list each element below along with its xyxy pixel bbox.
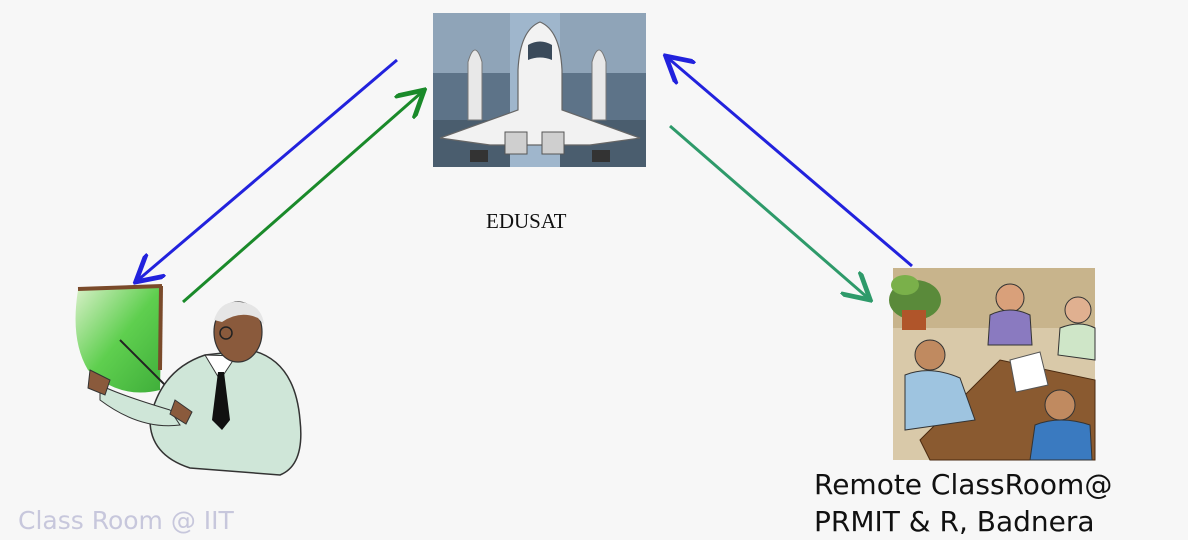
downlink-arrow-to-remote	[669, 124, 868, 298]
satellite-label: EDUSAT	[486, 209, 567, 233]
remote-classroom-label-line2: PRMIT & R, Badnera	[814, 505, 1095, 538]
downlink-arrow-to-classroom	[138, 58, 398, 280]
uplink-arrow-from-classroom	[182, 92, 422, 304]
classroom-label: Class Room @ IIT	[18, 506, 234, 535]
satellite-image	[433, 13, 646, 167]
uplink-arrow-from-remote	[668, 58, 913, 268]
remote-classroom-label-line1: Remote ClassRoom@	[814, 468, 1113, 501]
remote-classroom-label: Remote ClassRoom@ PRMIT & R, Badnera	[814, 466, 1112, 540]
remote-classroom-image	[889, 268, 1096, 461]
teacher-image	[75, 284, 302, 476]
